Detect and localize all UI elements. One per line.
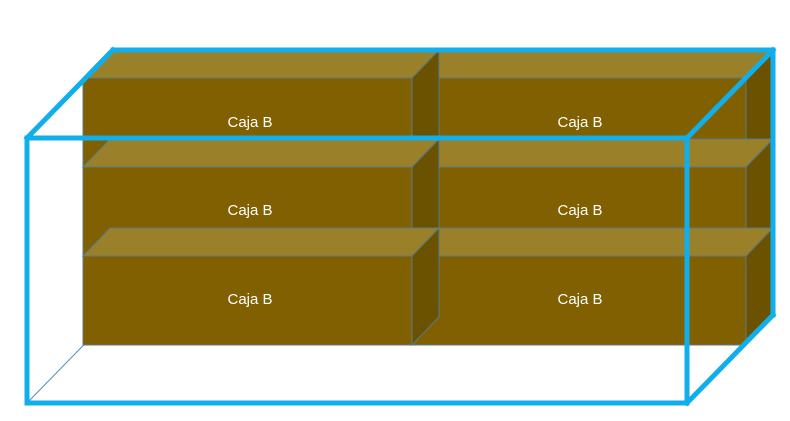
box-top-face bbox=[410, 138, 775, 168]
box-top-face bbox=[81, 227, 441, 257]
box-box-r3-c2[interactable]: Caja B bbox=[410, 226, 775, 347]
container-edge-bottom-right-diagonal bbox=[683, 311, 777, 407]
box-label: Caja B bbox=[557, 114, 602, 131]
container-edge-top-left-diagonal bbox=[23, 46, 117, 142]
box-top-face bbox=[81, 138, 441, 168]
container-edge-top-right-diagonal bbox=[683, 46, 777, 142]
box-label: Caja B bbox=[227, 202, 272, 219]
box-label: Caja B bbox=[557, 202, 602, 219]
container-visible-edges bbox=[23, 46, 777, 407]
box-top-face bbox=[81, 49, 441, 79]
box-label: Caja B bbox=[557, 291, 602, 308]
box-label: Caja B bbox=[227, 291, 272, 308]
box-stack: Caja B Caja B Caja B Caja B Caja B Caja B bbox=[81, 48, 775, 347]
box-top-face bbox=[410, 227, 775, 257]
box-front-face bbox=[82, 255, 413, 346]
box-label: Caja B bbox=[227, 114, 272, 131]
box-box-r3-c1[interactable]: Caja B bbox=[81, 226, 441, 347]
box-top-face bbox=[410, 49, 775, 79]
